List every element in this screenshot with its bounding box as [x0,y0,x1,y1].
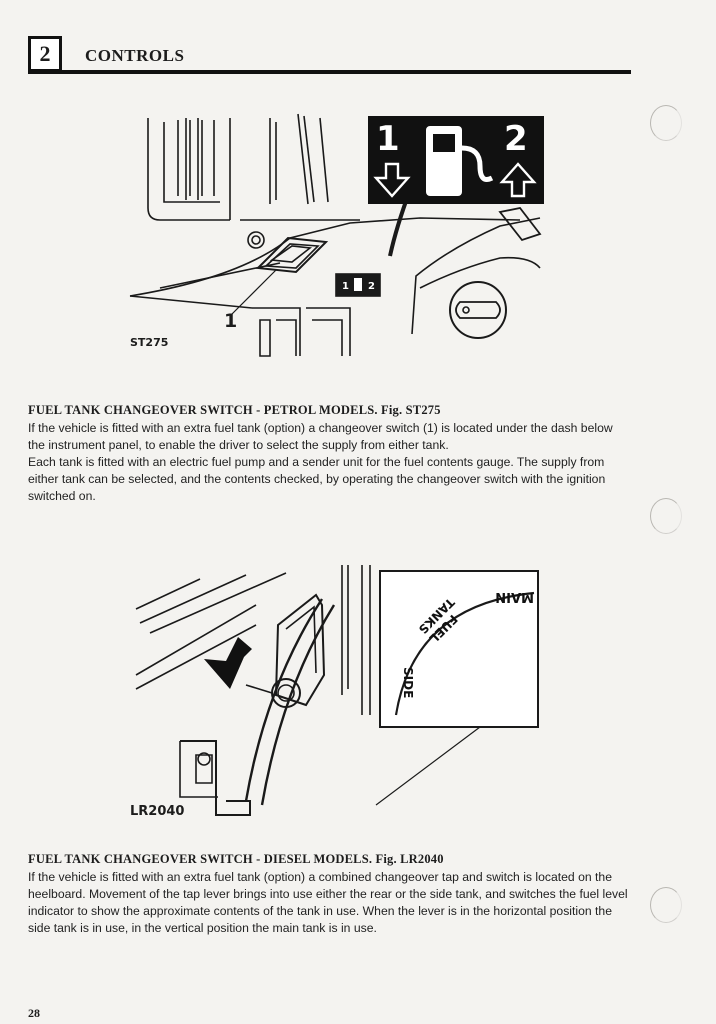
section-number: 2 [39,41,51,66]
figure-st275-ref: ST275 [130,336,169,349]
figure-lr2040: MAIN FUEL TANKS SIDE LR2040 [126,565,546,820]
section-number-box: 2 [28,36,62,72]
icon-tank-2-label: 2 [504,119,528,159]
figure-st275: 1 2 1 2 1 ST275 [120,108,560,358]
section-petrol-paragraph-1: If the vehicle is fitted with an extra f… [28,421,613,452]
section-diesel-heading: FUEL TANK CHANGEOVER SWITCH - DIESEL MOD… [28,852,444,866]
section-title: CONTROLS [85,46,185,65]
arrow-up-icon [499,162,537,198]
tank-label-plate: MAIN FUEL TANKS SIDE [379,570,539,728]
page-number: 28 [28,1006,40,1020]
fuel-pump-icon [426,126,494,196]
section-diesel: FUEL TANK CHANGEOVER SWITCH - DIESEL MOD… [28,852,628,937]
page-header: 2 CONTROLS [28,36,631,76]
label-main: MAIN [495,589,534,604]
figure-lr2040-ref: LR2040 [130,804,185,819]
punch-hole-bottom [650,887,682,923]
figure-st275-callout: 1 [224,310,238,332]
icon-tank-1-label: 1 [376,119,400,159]
mini-switch-left: 1 [342,281,349,292]
header-rule [28,70,631,74]
figure-st275-drawing: 1 2 1 2 [129,113,544,357]
label-side: SIDE [401,667,415,698]
section-petrol-paragraph-2: Each tank is fitted with an electric fue… [28,455,606,503]
section-petrol: FUEL TANK CHANGEOVER SWITCH - PETROL MOD… [28,403,628,505]
tank-selector-icon: 1 2 [368,116,544,204]
punch-hole-top [650,105,682,141]
arrow-down-left-icon [204,637,252,689]
mini-switch-right: 2 [368,281,375,292]
punch-hole-middle [650,498,682,534]
arrow-down-icon [373,162,411,198]
figure-lr2040-drawing: MAIN FUEL TANKS SIDE [135,565,539,816]
section-petrol-heading: FUEL TANK CHANGEOVER SWITCH - PETROL MOD… [28,403,441,417]
section-diesel-paragraph-1: If the vehicle is fitted with an extra f… [28,870,628,935]
